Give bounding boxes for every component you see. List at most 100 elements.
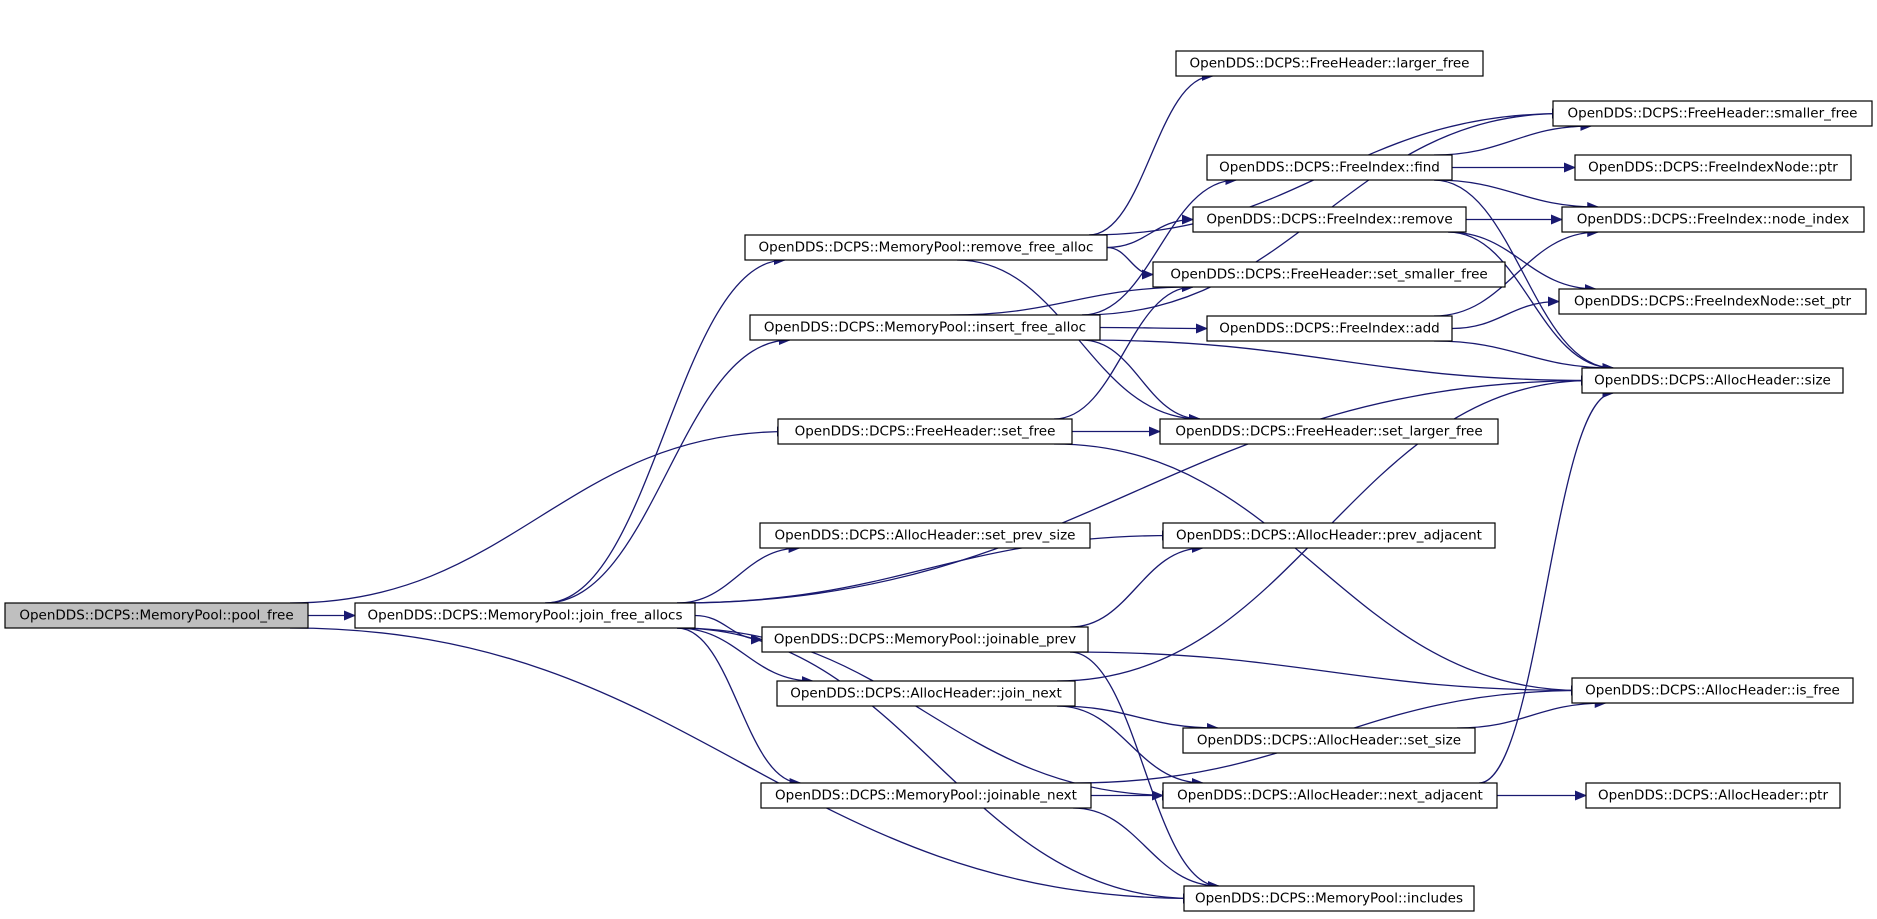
edge-insert_free_alloc-to-add	[1099, 323, 1208, 334]
node-insert-free-alloc[interactable]: OpenDDS::DCPS::MemoryPool::insert_free_a…	[749, 314, 1101, 341]
node-set-larger-free[interactable]: OpenDDS::DCPS::FreeHeader::set_larger_fr…	[1159, 418, 1499, 445]
node-label: OpenDDS::DCPS::FreeHeader::set_larger_fr…	[1175, 424, 1482, 440]
node-fin-ptr[interactable]: OpenDDS::DCPS::FreeIndexNode::ptr	[1574, 154, 1852, 181]
edge-join_free_allocs-to-includes	[676, 627, 1195, 904]
edge-line	[1081, 175, 1238, 316]
node-box[interactable]	[761, 626, 1089, 653]
node-find[interactable]: OpenDDS::DCPS::FreeIndex::find	[1206, 154, 1453, 181]
node-set-prev-size[interactable]: OpenDDS::DCPS::AllocHeader::set_prev_siz…	[759, 522, 1091, 549]
edge-line	[1053, 282, 1194, 420]
node-label: OpenDDS::DCPS::AllocHeader::next_adjacen…	[1177, 788, 1483, 804]
node-box[interactable]	[1175, 50, 1484, 77]
node-box[interactable]	[1182, 727, 1476, 754]
edge-line	[1433, 179, 1615, 373]
edge-line	[1456, 698, 1607, 729]
edge-line	[949, 282, 1194, 316]
node-label: OpenDDS::DCPS::MemoryPool::includes	[1195, 891, 1463, 907]
node-set-ptr[interactable]: OpenDDS::DCPS::FreeIndexNode::set_ptr	[1558, 288, 1867, 315]
edge-line	[676, 627, 1174, 801]
edge-join_free_allocs-to-remove_free_alloc	[544, 255, 786, 604]
edges-layer	[289, 71, 1615, 904]
node-box[interactable]	[777, 418, 1073, 445]
node-label: OpenDDS::DCPS::MemoryPool::pool_free	[19, 608, 293, 624]
node-label: OpenDDS::DCPS::MemoryPool::joinable_next	[775, 788, 1077, 804]
node-node-index[interactable]: OpenDDS::DCPS::FreeIndex::node_index	[1561, 206, 1865, 233]
node-box[interactable]	[1574, 154, 1852, 181]
node-larger-free[interactable]: OpenDDS::DCPS::FreeHeader::larger_free	[1175, 50, 1484, 77]
node-label: OpenDDS::DCPS::MemoryPool::insert_free_a…	[764, 320, 1086, 336]
node-box[interactable]	[1571, 677, 1854, 704]
edge-line	[1072, 807, 1220, 891]
node-box[interactable]	[1206, 154, 1453, 181]
node-size[interactable]: OpenDDS::DCPS::AllocHeader::size	[1581, 367, 1844, 394]
edge-line	[1056, 705, 1220, 733]
edge-line	[676, 627, 814, 686]
node-box[interactable]	[1585, 782, 1841, 809]
edge-find-to-smaller_free	[1433, 121, 1593, 156]
node-joinable-prev[interactable]: OpenDDS::DCPS::MemoryPool::joinable_prev	[761, 626, 1089, 653]
node-label: OpenDDS::DCPS::FreeIndex::find	[1219, 160, 1440, 176]
node-joinable-next[interactable]: OpenDDS::DCPS::MemoryPool::joinable_next	[760, 782, 1092, 809]
node-box[interactable]	[1162, 522, 1496, 549]
node-box[interactable]	[1206, 315, 1453, 342]
node-box[interactable]	[1152, 261, 1506, 288]
node-box[interactable]	[744, 234, 1108, 261]
edge-join_free_allocs-to-join_next	[676, 627, 814, 686]
node-label: OpenDDS::DCPS::FreeHeader::larger_free	[1190, 56, 1470, 72]
node-box[interactable]	[1581, 367, 1844, 394]
node-label: OpenDDS::DCPS::AllocHeader::size	[1594, 373, 1831, 389]
node-label: OpenDDS::DCPS::MemoryPool::remove_free_a…	[759, 240, 1094, 256]
node-box[interactable]	[1162, 782, 1498, 809]
edge-line	[1053, 443, 1583, 696]
node-add[interactable]: OpenDDS::DCPS::FreeIndex::add	[1206, 315, 1453, 342]
edge-line	[1106, 214, 1194, 249]
node-box[interactable]	[4, 602, 309, 629]
node-label: OpenDDS::DCPS::AllocHeader::ptr	[1598, 788, 1828, 804]
node-set-free[interactable]: OpenDDS::DCPS::FreeHeader::set_free	[777, 418, 1073, 445]
node-pool-free[interactable]: OpenDDS::DCPS::MemoryPool::pool_free	[4, 602, 309, 629]
edge-set_free-to-set_smaller_free	[1053, 282, 1194, 420]
edge-insert_free_alloc-to-set_smaller_free	[949, 282, 1194, 316]
edge-line	[544, 255, 786, 604]
edge-line	[1447, 231, 1597, 294]
node-smaller-free[interactable]: OpenDDS::DCPS::FreeHeader::smaller_free	[1552, 100, 1873, 127]
node-box[interactable]	[749, 314, 1101, 341]
edge-line	[676, 627, 802, 788]
node-next-adjacent[interactable]: OpenDDS::DCPS::AllocHeader::next_adjacen…	[1162, 782, 1498, 809]
node-is-free[interactable]: OpenDDS::DCPS::AllocHeader::is_free	[1571, 677, 1854, 704]
edge-line	[1099, 323, 1208, 334]
node-box[interactable]	[1192, 206, 1467, 233]
edge-line	[1081, 339, 1201, 424]
node-includes[interactable]: OpenDDS::DCPS::MemoryPool::includes	[1183, 885, 1475, 912]
edge-add-to-size	[1433, 340, 1615, 373]
node-ah-ptr[interactable]: OpenDDS::DCPS::AllocHeader::ptr	[1585, 782, 1841, 809]
edge-line	[676, 375, 1593, 604]
edge-join_free_allocs-to-joinable_prev	[694, 614, 763, 645]
edge-join_free_allocs-to-insert_free_alloc	[544, 335, 791, 604]
edge-line	[1106, 246, 1154, 280]
node-label: OpenDDS::DCPS::FreeIndex::node_index	[1577, 212, 1849, 228]
node-box[interactable]	[776, 680, 1076, 707]
node-box[interactable]	[1552, 100, 1873, 127]
edge-find-to-size	[1433, 179, 1615, 373]
edge-remove-to-size	[1447, 231, 1615, 373]
node-box[interactable]	[759, 522, 1091, 549]
edge-line	[1433, 340, 1615, 373]
edge-join_next-to-next_adjacent	[1056, 705, 1204, 788]
node-box[interactable]	[1183, 885, 1475, 912]
node-join-free-allocs[interactable]: OpenDDS::DCPS::MemoryPool::join_free_all…	[354, 602, 696, 629]
node-join-next[interactable]: OpenDDS::DCPS::AllocHeader::join_next	[776, 680, 1076, 707]
edge-line	[676, 627, 1195, 904]
node-set-smaller-free[interactable]: OpenDDS::DCPS::FreeHeader::set_smaller_f…	[1152, 261, 1506, 288]
node-remove[interactable]: OpenDDS::DCPS::FreeIndex::remove	[1192, 206, 1467, 233]
edge-set_free-to-is_free	[1053, 443, 1583, 696]
node-box[interactable]	[354, 602, 696, 629]
node-box[interactable]	[1561, 206, 1865, 233]
node-prev-adjacent[interactable]: OpenDDS::DCPS::AllocHeader::prev_adjacen…	[1162, 522, 1496, 549]
node-box[interactable]	[1558, 288, 1867, 315]
node-box[interactable]	[1159, 418, 1499, 445]
node-remove-free-alloc[interactable]: OpenDDS::DCPS::MemoryPool::remove_free_a…	[744, 234, 1108, 261]
node-box[interactable]	[760, 782, 1092, 809]
node-set-size[interactable]: OpenDDS::DCPS::AllocHeader::set_size	[1182, 727, 1476, 754]
edge-remove_free_alloc-to-larger_free	[1088, 71, 1214, 236]
